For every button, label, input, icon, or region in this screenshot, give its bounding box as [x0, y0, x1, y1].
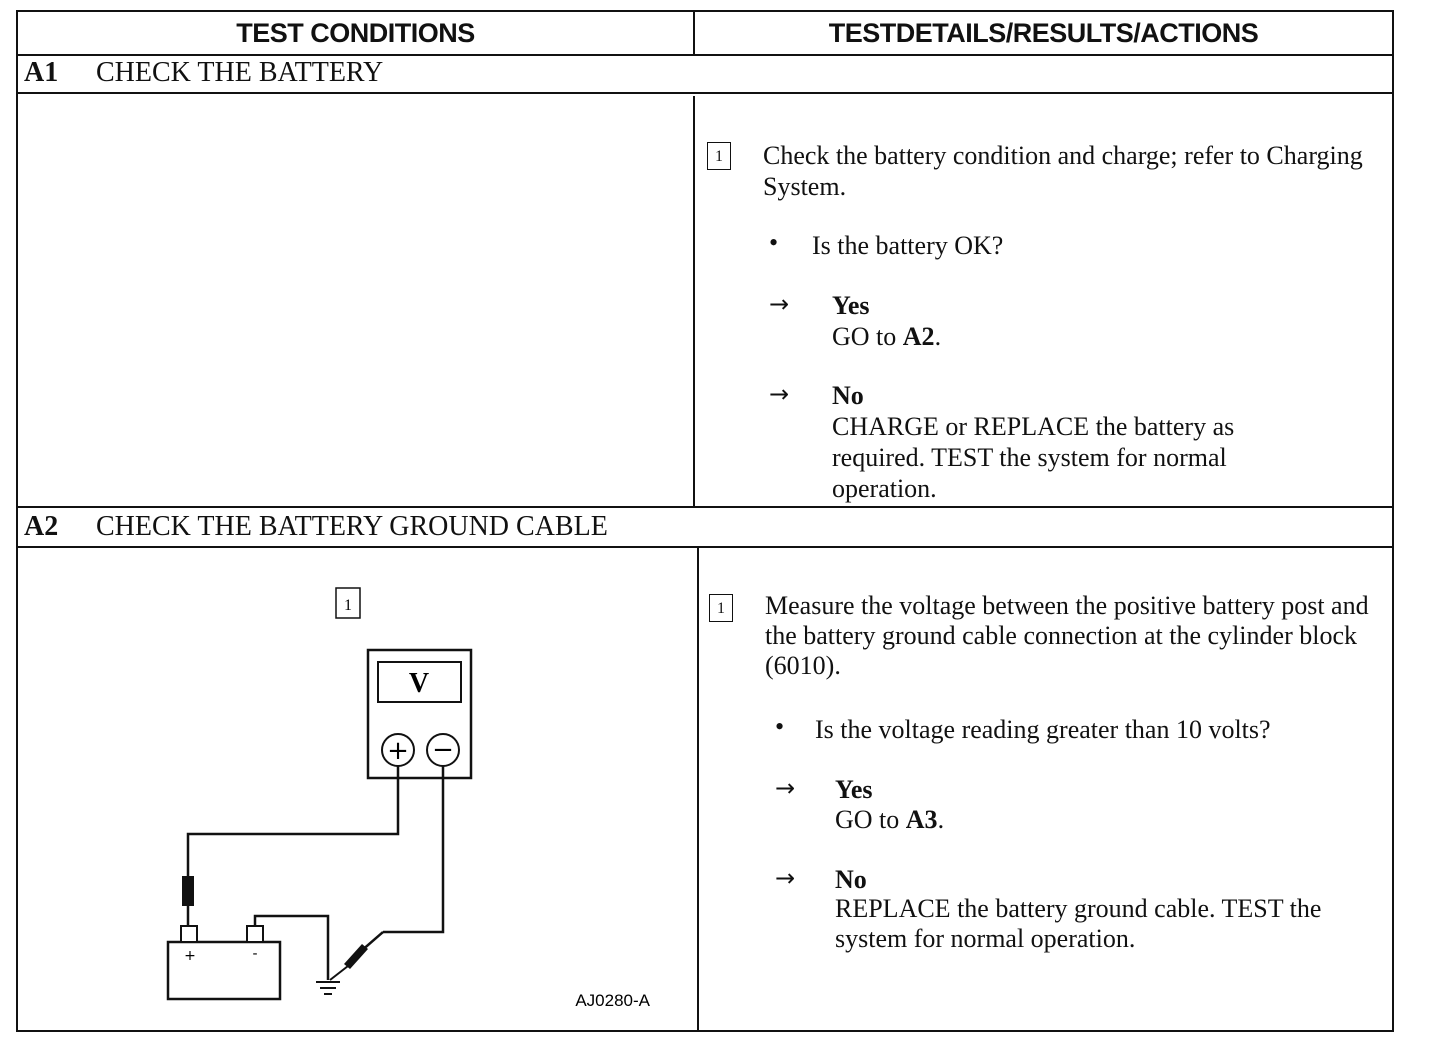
voltmeter-display: [377, 661, 462, 703]
a1-no-arrow-icon: →: [769, 380, 790, 408]
a2-question: Is the voltage reading greater than 10 v…: [815, 715, 1271, 744]
a2-no-arrow-icon: →: [775, 864, 796, 892]
meter-positive-symbol: +: [387, 736, 409, 766]
a2-details-cell: 1 Measure the voltage between the positi…: [699, 548, 1392, 1030]
a2-divider: [697, 548, 699, 1030]
ground-cable-wire: [253, 914, 330, 980]
diagram-step-box-label: 1: [344, 597, 352, 614]
a2-conditions-cell: 1 V + − + -: [18, 548, 697, 1030]
a1-yes-action: GO to A2.: [832, 322, 942, 351]
step-a2-id: A2: [24, 511, 59, 542]
a2-bullet: •: [775, 712, 785, 741]
voltmeter-diagram: 1 V + − + -: [166, 587, 651, 1010]
a1-bullet: •: [769, 228, 779, 257]
step-a2-title-row: A2 CHECK THE BATTERY GROUND CABLE: [18, 506, 1392, 548]
battery-positive-post: [180, 925, 198, 943]
header-test-conditions: TEST CONDITIONS: [18, 12, 695, 56]
a1-step-box: 1: [707, 142, 731, 170]
a2-step-box: 1: [709, 594, 733, 622]
voltmeter-label: V: [409, 668, 429, 699]
battery-icon: [166, 940, 282, 1001]
a1-conditions-cell: [18, 96, 693, 506]
diagram-step-box: [335, 587, 361, 619]
a1-instruction: Check the battery condition and charge; …: [763, 141, 1363, 201]
battery-minus-mark: -: [252, 946, 257, 962]
battery-negative-post: [246, 925, 264, 943]
a2-yes-label: Yes: [835, 775, 873, 804]
meter-negative-symbol: −: [432, 735, 454, 765]
step-a1-id: A1: [24, 57, 59, 88]
a2-yes-action: GO to A3.: [835, 805, 945, 834]
a2-no-label: No: [835, 865, 867, 894]
diagnostic-table: TEST CONDITIONS TESTDETAILS/RESULTS/ACTI…: [16, 10, 1394, 1032]
a1-yes-arrow-icon: →: [769, 290, 790, 318]
negative-lead-wire: [383, 766, 445, 934]
a2-no-action: REPLACE the battery ground cable. TEST t…: [835, 894, 1322, 953]
a1-no-label: No: [832, 381, 864, 410]
header-test-details: TESTDETAILS/RESULTS/ACTIONS: [695, 12, 1392, 56]
a1-yes-label: Yes: [832, 291, 870, 320]
positive-clip-icon: [182, 876, 194, 906]
positive-lead-wire: [186, 766, 400, 878]
figure-id: AJ0280-A: [575, 991, 650, 1010]
a1-divider: [693, 96, 695, 506]
a1-no-action: CHARGE or REPLACE the battery as require…: [832, 412, 1235, 503]
ground-symbol-icon: [316, 981, 340, 995]
a1-details-cell: 1 Check the battery condition and charge…: [695, 96, 1392, 506]
step-a1-title-row: A1 CHECK THE BATTERY: [18, 54, 1392, 94]
battery-plus-mark: +: [184, 948, 196, 964]
step-a2-title: CHECK THE BATTERY GROUND CABLE: [96, 511, 608, 542]
a2-instruction: Measure the voltage between the positive…: [765, 591, 1369, 680]
step-a1-title: CHECK THE BATTERY: [96, 57, 384, 88]
negative-probe-icon: [344, 944, 368, 969]
a1-question: Is the battery OK?: [812, 231, 1004, 260]
a2-yes-arrow-icon: →: [775, 774, 796, 802]
